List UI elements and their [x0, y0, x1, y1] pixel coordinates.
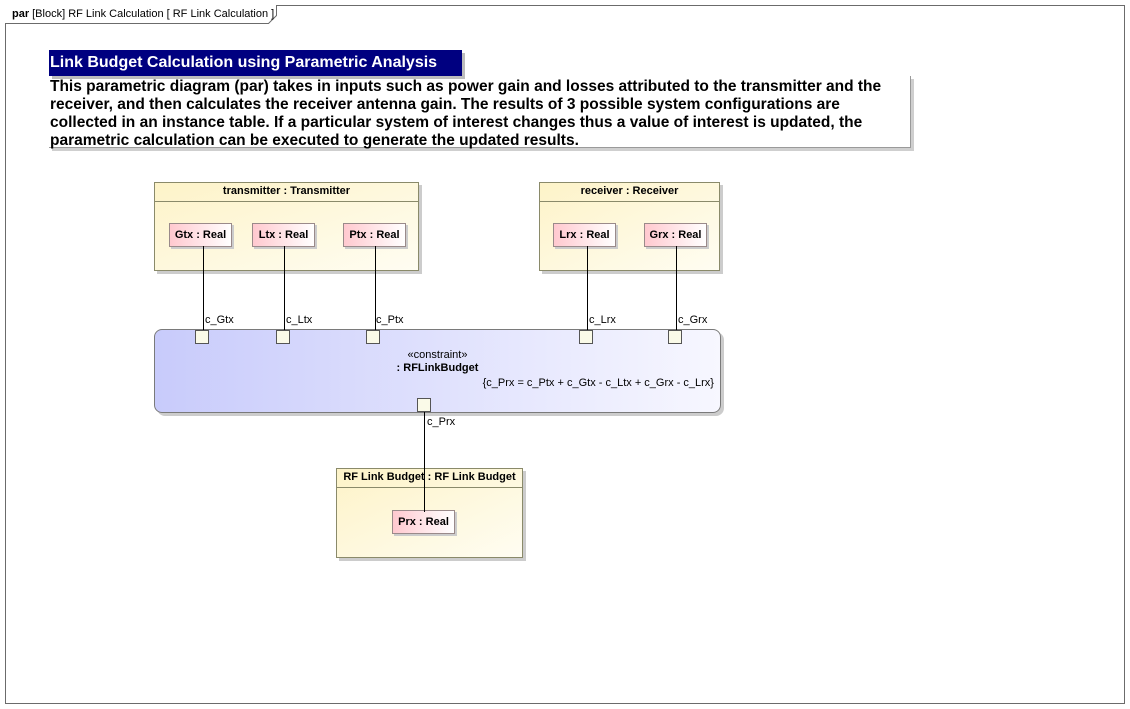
receiver-title: receiver : Receiver — [540, 183, 719, 202]
frame-tab: par[Block] RF Link Calculation [ RF Link… — [5, 5, 277, 24]
port-label-c-ltx: c_Ltx — [286, 314, 313, 326]
port-c-ltx[interactable] — [276, 330, 290, 344]
part-lrx[interactable]: Lrx : Real — [553, 223, 616, 247]
port-label-c-ptx: c_Ptx — [376, 314, 404, 326]
frame-keyword: par — [12, 8, 30, 20]
rf-link-budget-title: RF Link Budget : RF Link Budget — [337, 469, 522, 488]
port-c-ptx[interactable] — [366, 330, 380, 344]
frame-name: [Block] RF Link Calculation [ RF Link Ca… — [32, 8, 275, 20]
port-label-c-prx: c_Prx — [427, 416, 456, 428]
constraint-stereotype: «constraint» — [407, 349, 468, 361]
part-ltx[interactable]: Ltx : Real — [252, 223, 315, 247]
port-c-gtx[interactable] — [195, 330, 209, 344]
constraint-name: : RFLinkBudget — [396, 362, 479, 374]
frame-tab-label: par[Block] RF Link Calculation [ RF Link… — [12, 8, 274, 20]
port-label-c-gtx: c_Gtx — [205, 314, 234, 326]
note-body[interactable]: This parametric diagram (par) takes in i… — [49, 76, 911, 149]
note-title[interactable]: Link Budget Calculation using Parametric… — [49, 50, 462, 76]
part-gtx[interactable]: Gtx : Real — [169, 223, 232, 247]
part-ptx[interactable]: Ptx : Real — [343, 223, 406, 247]
diagram-frame — [5, 5, 1125, 704]
constraint-expression: {c_Prx = c_Ptx + c_Gtx - c_Ltx + c_Grx -… — [482, 377, 714, 389]
frame-tab-outline — [5, 5, 277, 24]
port-label-c-lrx: c_Lrx — [589, 314, 616, 326]
part-grx[interactable]: Grx : Real — [644, 223, 707, 247]
constraint-property[interactable]: «constraint» : RFLinkBudget {c_Prx = c_P… — [154, 329, 721, 413]
transmitter-title: transmitter : Transmitter — [155, 183, 418, 202]
port-label-c-grx: c_Grx — [678, 314, 708, 326]
port-c-lrx[interactable] — [579, 330, 593, 344]
port-c-grx[interactable] — [668, 330, 682, 344]
port-c-prx[interactable] — [417, 398, 431, 412]
part-prx[interactable]: Prx : Real — [392, 510, 455, 534]
